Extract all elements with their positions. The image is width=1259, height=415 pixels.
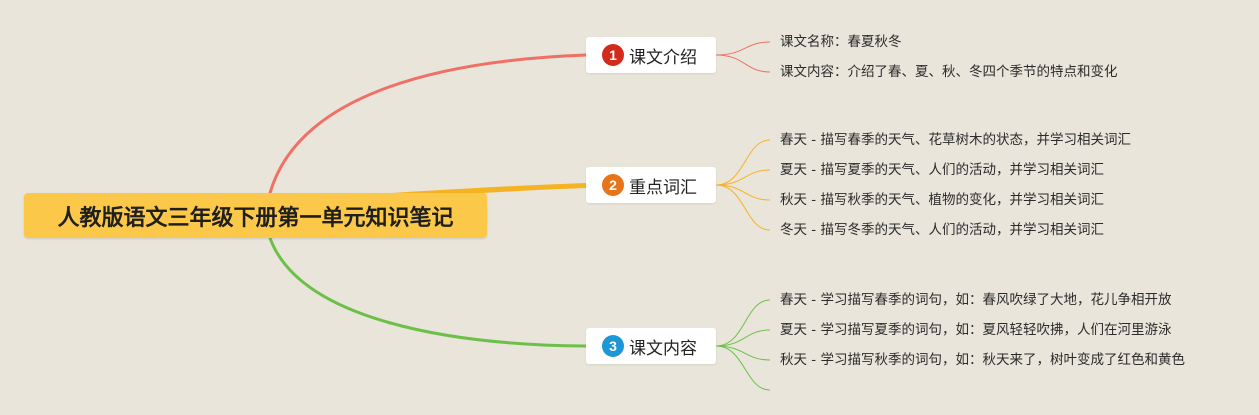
branch-3-leaf-2[interactable]: 夏天 - 学习描写夏季的词句，如：夏风轻轻吹拂，人们在河里游泳 (780, 322, 1172, 338)
branch-2-label: 重点词汇 (629, 177, 697, 198)
branch-3-number-badge: 3 (602, 335, 624, 357)
branch-2-number-badge: 2 (602, 174, 624, 196)
connector-branch-1-leaf-1 (715, 41, 771, 56)
connector-branch-2-leaf-4 (715, 184, 771, 231)
branch-2-leaf-1[interactable]: 春天 - 描写春季的天气、花草树木的状态，并学习相关词汇 (780, 132, 1131, 148)
root-topic[interactable]: 人教版语文三年级下册第一单元知识笔记 (24, 193, 487, 238)
branch-1-label: 课文介绍 (629, 47, 697, 68)
branch-1-leaf-2[interactable]: 课文内容：介绍了春、夏、秋、冬四个季节的特点和变化 (780, 64, 1118, 80)
connector-root-branch-1 (268, 53, 588, 195)
branch-2-leaf-2[interactable]: 夏天 - 描写夏季的天气、人们的活动，并学习相关词汇 (780, 162, 1104, 178)
connector-branch-1-leaf-2 (715, 54, 771, 73)
branch-2-leaf-4[interactable]: 冬天 - 描写冬季的天气、人们的活动，并学习相关词汇 (780, 222, 1104, 238)
connector-branch-3-leaf-2 (715, 329, 771, 347)
connector-branch-3-leaf-3 (715, 345, 771, 361)
connector-branch-3-leaf-4 (715, 345, 771, 391)
branch-3-leaf-3[interactable]: 秋天 - 学习描写秋季的词句，如：秋天来了，树叶变成了红色和黄色 (780, 352, 1185, 368)
connector-branch-2-leaf-1 (715, 139, 771, 186)
connector-root-branch-3 (268, 236, 588, 348)
branch-topic-1[interactable]: 1 课文介绍 (586, 37, 716, 73)
branch-1-number-badge: 1 (602, 44, 624, 66)
connector-branch-2-leaf-3 (715, 184, 771, 201)
root-topic-label: 人教版语文三年级下册第一单元知识笔记 (57, 205, 454, 231)
connector-branch-2-leaf-2 (715, 169, 771, 186)
branch-topic-3[interactable]: 3 课文内容 (586, 328, 716, 364)
branch-3-label: 课文内容 (629, 338, 697, 359)
connector-branch-3-leaf-1 (715, 299, 771, 347)
branch-2-leaf-3[interactable]: 秋天 - 描写秋季的天气、植物的变化，并学习相关词汇 (780, 192, 1104, 208)
branch-1-leaf-1[interactable]: 课文名称：春夏秋冬 (780, 34, 902, 50)
branch-3-leaf-1[interactable]: 春天 - 学习描写春季的词句，如：春风吹绿了大地，花儿争相开放 (780, 292, 1172, 308)
branch-topic-2[interactable]: 2 重点词汇 (586, 167, 716, 203)
